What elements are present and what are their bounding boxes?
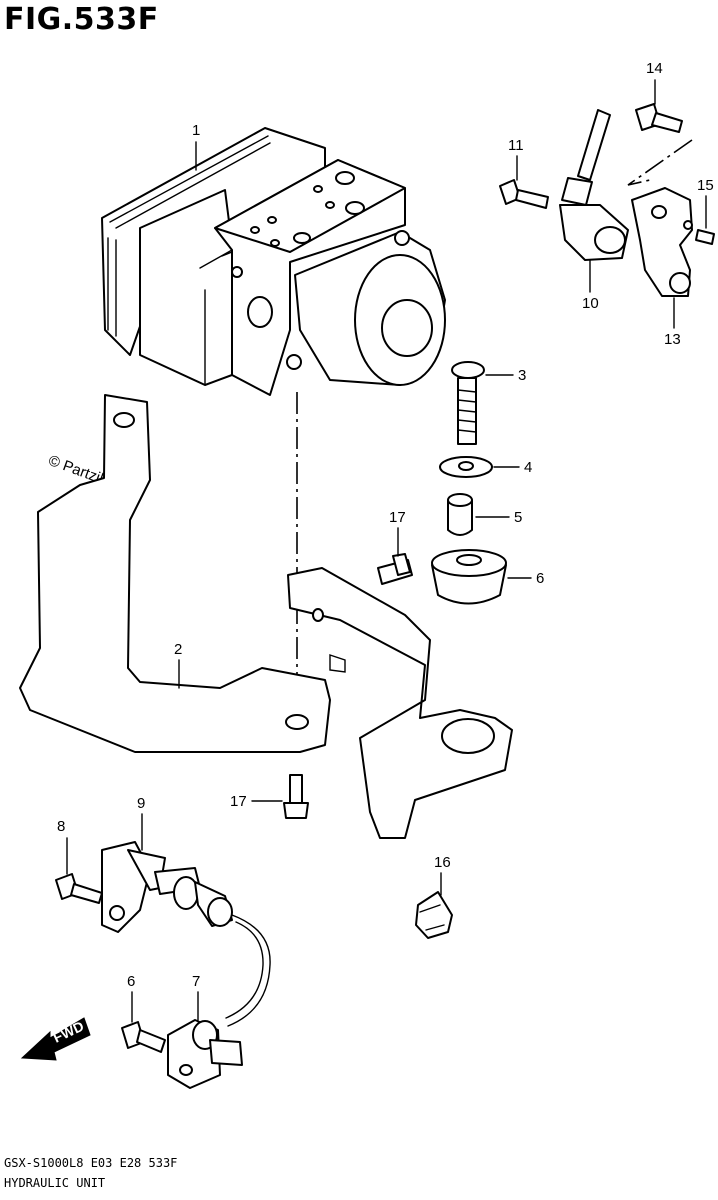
part-14-bolt[interactable] [635, 103, 683, 133]
part-4-washer[interactable] [439, 456, 493, 478]
model-code: GSX-S1000L8 E03 E28 533F [4, 1156, 178, 1170]
rear-bracket[interactable] [287, 567, 513, 839]
callout-17-upper: 17 [389, 509, 406, 526]
callout-17-lower: 17 [230, 793, 247, 810]
part-10-bolt[interactable] [55, 873, 103, 904]
part-7-sensor[interactable] [167, 1019, 243, 1089]
part-2-bracket[interactable] [19, 394, 331, 753]
part-8-bolt[interactable] [121, 1021, 166, 1053]
callout-7: 7 [192, 973, 200, 990]
callout-4: 4 [524, 459, 532, 476]
callout-15: 15 [697, 177, 714, 194]
callout-13: 13 [664, 331, 681, 348]
part-5-collar[interactable] [447, 493, 473, 536]
part-17-upper-bolt[interactable] [377, 553, 413, 585]
part-1-hydraulic-unit[interactable] [101, 127, 446, 396]
callout-11: 10 [582, 295, 599, 312]
part-3-bolt[interactable] [451, 361, 485, 445]
part-17-lower-bolt[interactable] [283, 774, 309, 819]
figure-title: FIG.533F [4, 2, 159, 37]
callout-8: 6 [127, 973, 135, 990]
fwd-arrow-icon: FWD [20, 1017, 91, 1061]
part-15-pin[interactable] [695, 229, 715, 245]
callout-6: 6 [536, 570, 544, 587]
callout-3: 3 [518, 367, 526, 384]
callout-5: 5 [514, 509, 522, 526]
part-6-grommet[interactable] [431, 549, 507, 605]
callout-9: 9 [137, 795, 145, 812]
part-16-clamp[interactable] [415, 891, 453, 939]
part-13-plate[interactable] [631, 187, 693, 297]
callout-12: 11 [508, 137, 524, 154]
section-name: HYDRAULIC UNIT [4, 1176, 106, 1190]
part-12-bolt[interactable] [499, 179, 549, 209]
callout-14: 14 [646, 60, 663, 77]
callout-1: 1 [192, 122, 200, 139]
callout-10: 8 [57, 818, 65, 835]
callout-16: 16 [434, 854, 451, 871]
part-9-sensor[interactable] [101, 841, 271, 1027]
part-11-sensor[interactable] [559, 109, 629, 261]
callout-2: 2 [174, 641, 182, 658]
